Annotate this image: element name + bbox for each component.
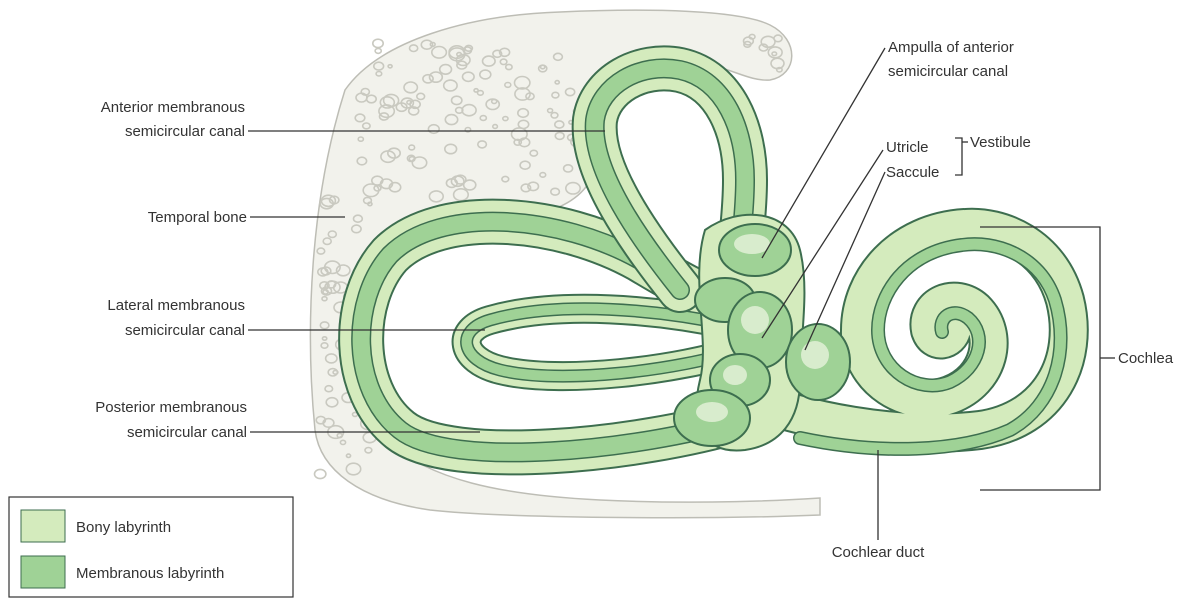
bone-pore (315, 469, 326, 478)
label-posterior-canal-2: semicircular canal (127, 424, 247, 441)
label-cochlear-duct: Cochlear duct (832, 544, 925, 561)
label-anterior-canal-1: Anterior membranous (101, 99, 245, 116)
label-anterior-canal-2: semicircular canal (125, 123, 245, 140)
legend-swatch-bony (21, 510, 65, 542)
legend-label-membranous: Membranous labyrinth (76, 565, 224, 582)
label-utricle: Utricle (886, 139, 929, 156)
label-cochlea: Cochlea (1118, 350, 1174, 367)
label-saccule: Saccule (886, 164, 939, 181)
legend: Bony labyrinth Membranous labyrinth (9, 497, 293, 597)
label-lateral-canal-2: semicircular canal (125, 322, 245, 339)
label-lateral-canal-1: Lateral membranous (107, 297, 245, 314)
label-ampulla-2: semicircular canal (888, 63, 1008, 80)
label-ampulla-1: Ampulla of anterior (888, 39, 1014, 56)
lateral-semicircular-canal (467, 309, 740, 376)
bone-pore (375, 48, 381, 53)
label-vestibule: Vestibule (970, 134, 1031, 151)
bone-pore (373, 39, 383, 47)
legend-swatch-membranous (21, 556, 65, 588)
legend-label-bony: Bony labyrinth (76, 519, 171, 536)
label-temporal-bone: Temporal bone (148, 209, 247, 226)
label-posterior-canal-1: Posterior membranous (95, 399, 247, 416)
